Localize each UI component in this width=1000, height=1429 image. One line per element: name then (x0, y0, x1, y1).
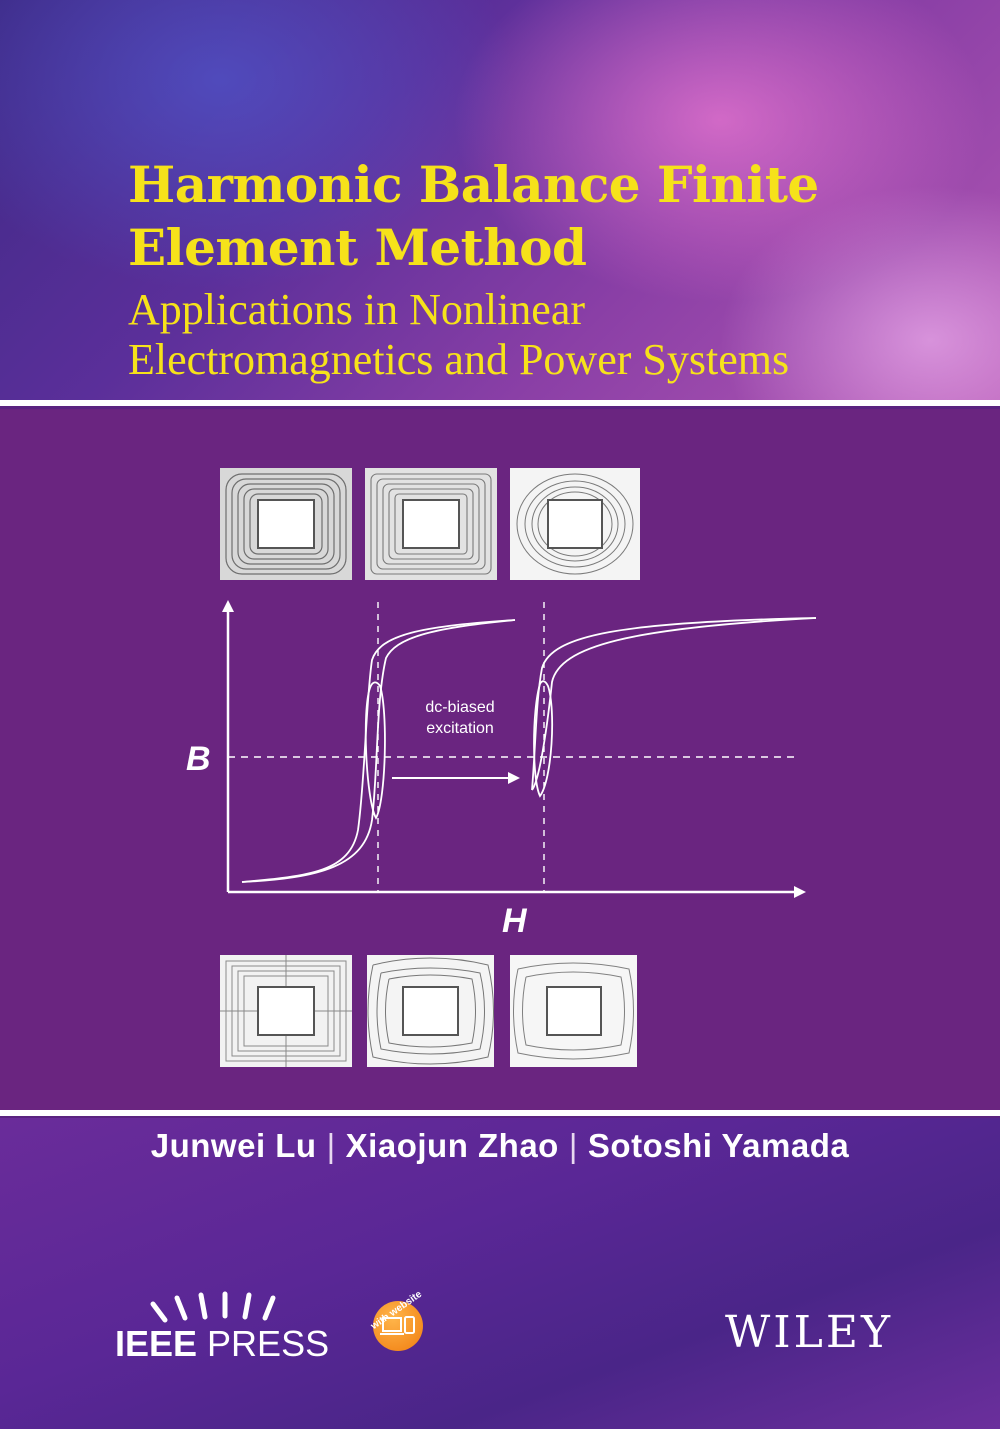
flux-plot-thumbnail (365, 468, 497, 580)
ieee-burst-icon (150, 1291, 276, 1323)
y-axis-arrow-icon (222, 600, 234, 612)
bottom-rule (0, 1110, 1000, 1116)
title-line-1: Harmonic Balance Finite (128, 155, 819, 214)
top-background (0, 0, 1000, 400)
field-plot-thumbnail (220, 955, 352, 1067)
field-plot-thumbnail (510, 955, 637, 1067)
flux-plot-thumbnail (510, 468, 640, 580)
top-rule (0, 400, 1000, 406)
annotation-line-1: dc-biased (425, 699, 494, 716)
x-axis-label: H (502, 902, 528, 940)
bottom-background (0, 1118, 1000, 1429)
author-3: Sotoshi Yamada (587, 1127, 850, 1164)
author-separator: | (326, 1127, 336, 1164)
diagram-panel (0, 409, 1000, 1110)
subtitle-line-2: Electromagnetics and Power Systems (128, 335, 790, 384)
devices-icon (380, 1316, 415, 1335)
field-plot-thumbnail (367, 955, 494, 1067)
ieee-wordmark: IEEE (115, 1323, 198, 1364)
hysteresis-loop-dc-biased (531, 617, 817, 798)
author-2: Xiaojun Zhao (345, 1127, 559, 1164)
annotation-line-2: excitation (426, 720, 494, 737)
hysteresis-loop-unbiased (241, 619, 516, 883)
x-axis-arrow-icon (794, 886, 806, 898)
ieee-press-logo: IEEE PRESS (115, 1290, 329, 1370)
bh-curve-diagram: B H dc-biased excitation (186, 600, 817, 940)
press-wordmark: PRESS (197, 1323, 330, 1364)
website-badge-circle (373, 1301, 423, 1351)
author-1: Junwei Lu (150, 1127, 317, 1164)
subtitle-line-1: Applications in Nonlinear (128, 285, 586, 334)
flux-plot-thumbnail (220, 468, 352, 580)
shift-arrow-head-icon (508, 772, 520, 784)
author-line: Junwei Lu|Xiaojun Zhao|Sotoshi Yamada (0, 1124, 1000, 1168)
author-separator: | (568, 1127, 578, 1164)
website-badge: with website (365, 1289, 435, 1363)
title-line-2: Element Method (128, 218, 587, 277)
y-axis-label: B (186, 740, 211, 778)
wiley-logo: WILEY (725, 1307, 893, 1358)
